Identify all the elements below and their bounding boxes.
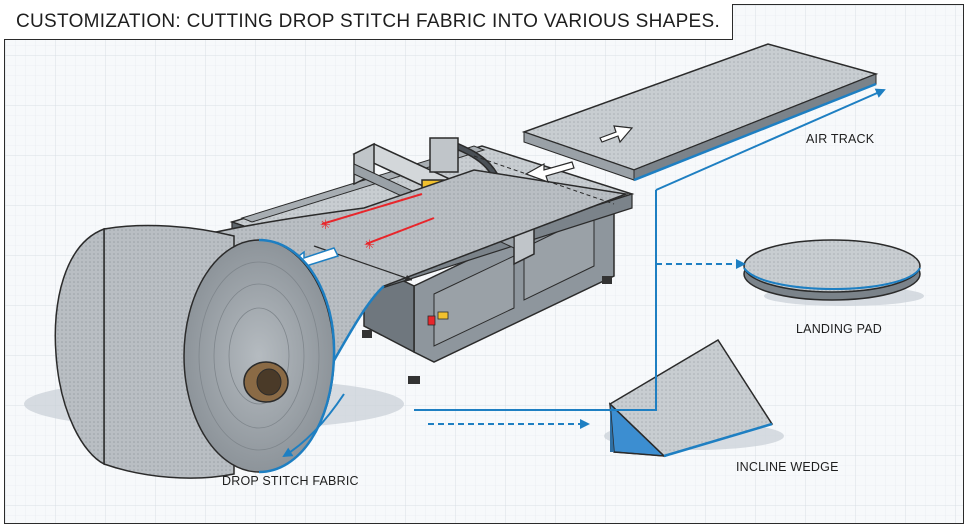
machine-foot: [602, 276, 612, 284]
incline-wedge-label: INCLINE WEDGE: [736, 460, 839, 474]
page-title: CUSTOMIZATION: CUTTING DROP STITCH FABRI…: [4, 4, 734, 40]
machine-foot: [362, 330, 372, 338]
drop-stitch-fabric-label: DROP STITCH FABRIC: [222, 474, 359, 488]
output-direction-arrow: [524, 161, 575, 183]
control-button-yellow: [437, 311, 449, 320]
landing-pad-shape: [743, 239, 921, 301]
landing-pad-label: LANDING PAD: [796, 322, 883, 336]
svg-text:✳: ✳: [320, 218, 331, 233]
fabric-roll: [54, 224, 336, 479]
cutting-head: [429, 137, 459, 173]
air-track-label: AIR TRACK: [806, 132, 875, 146]
svg-text:✳: ✳: [364, 238, 375, 253]
air-track-shape: [521, 43, 879, 182]
diagram-illustration: ✳ ✳: [24, 43, 924, 479]
connector-lines: [282, 88, 886, 458]
control-button-red: [427, 315, 436, 326]
air-track-arrow: [599, 125, 634, 144]
incline-wedge-shape: [608, 338, 774, 458]
machine-foot: [408, 376, 420, 384]
